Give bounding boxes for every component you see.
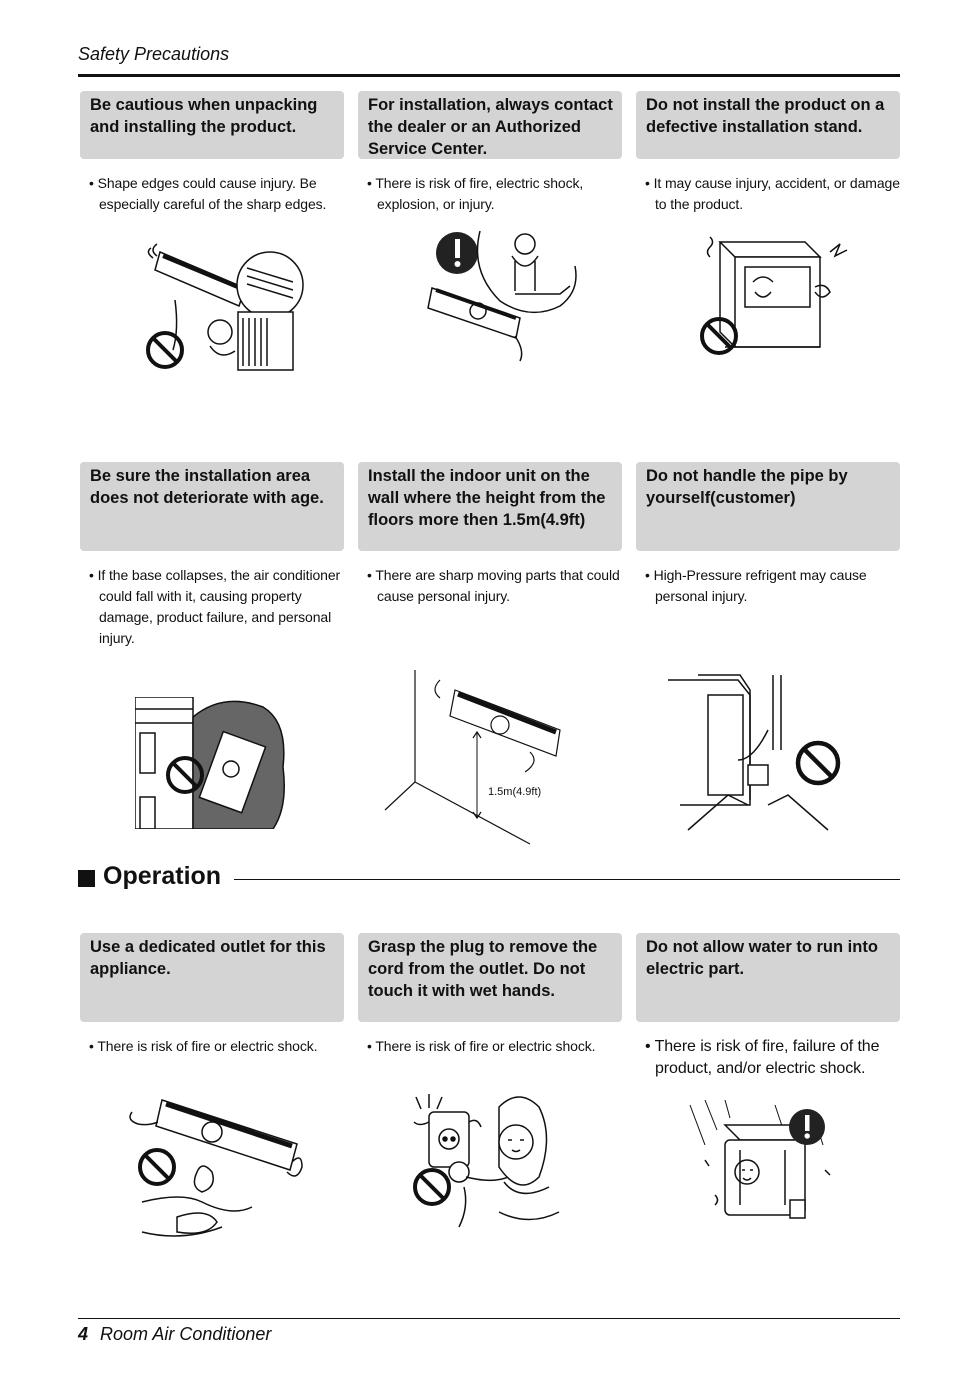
unpacking-illustration bbox=[135, 230, 305, 375]
operation-section-heading: Operation bbox=[78, 862, 900, 896]
precaution-title: Use a dedicated outlet for this applianc… bbox=[80, 933, 344, 1022]
precaution-installation-area: Be sure the installation area does not d… bbox=[80, 462, 344, 649]
deteriorating-area-illustration bbox=[135, 697, 285, 829]
precaution-text: • Shape edges could cause injury. Be esp… bbox=[89, 175, 327, 212]
plug-illustration bbox=[404, 1092, 569, 1232]
precaution-water-electric: Do not allow water to run into electric … bbox=[636, 933, 900, 1080]
footer-title: Room Air Conditioner bbox=[100, 1324, 272, 1344]
precaution-title: Do not handle the pipe by yourself(custo… bbox=[636, 462, 900, 551]
height-label: 1.5m(4.9ft) bbox=[488, 786, 541, 798]
wall-height-illustration: 1.5m(4.9ft) bbox=[380, 670, 580, 845]
precaution-text: • There is risk of fire, electric shock,… bbox=[367, 175, 584, 212]
prohibition-icon bbox=[146, 331, 184, 369]
section-title: Operation bbox=[103, 862, 222, 890]
precaution-text: • If the base collapses, the air conditi… bbox=[89, 567, 341, 646]
precaution-pipe-handling: Do not handle the pipe by yourself(custo… bbox=[636, 462, 900, 607]
precaution-contact-dealer: For installation, always contact the dea… bbox=[358, 91, 622, 215]
precaution-text: • There is risk of fire or electric shoc… bbox=[367, 1038, 596, 1054]
precaution-unpacking: Be cautious when unpacking and installin… bbox=[80, 91, 344, 215]
warning-icon bbox=[789, 1109, 825, 1145]
precaution-installation-stand: Do not install the product on a defectiv… bbox=[636, 91, 900, 215]
page-number: 4 bbox=[78, 1324, 89, 1344]
water-illustration bbox=[685, 1100, 835, 1235]
precaution-title: Be sure the installation area does not d… bbox=[80, 462, 344, 551]
precaution-text: • High-Pressure refrigent may cause pers… bbox=[645, 567, 867, 604]
precaution-title: Install the indoor unit on the wall wher… bbox=[358, 462, 622, 551]
warning-icon bbox=[436, 232, 478, 274]
pipe-illustration bbox=[668, 670, 848, 840]
outlet-illustration bbox=[122, 1092, 307, 1242]
prohibition-icon bbox=[166, 756, 204, 794]
section-square-icon bbox=[78, 870, 95, 887]
prohibition-icon bbox=[700, 317, 738, 355]
precaution-title: Do not allow water to run into electric … bbox=[636, 933, 900, 1022]
section-rule bbox=[234, 879, 900, 880]
precaution-dedicated-outlet: Use a dedicated outlet for this applianc… bbox=[80, 933, 344, 1057]
running-header: Safety Precautions bbox=[78, 44, 230, 64]
header-rule bbox=[78, 74, 900, 77]
footer-rule bbox=[78, 1318, 900, 1319]
dealer-illustration bbox=[420, 226, 585, 371]
precaution-text: • There is risk of fire or electric shoc… bbox=[89, 1038, 318, 1054]
page-footer: 4 Room Air Conditioner bbox=[78, 1324, 271, 1345]
stand-illustration bbox=[695, 232, 855, 357]
precaution-text: • There are sharp moving parts that coul… bbox=[367, 567, 620, 604]
prohibition-icon bbox=[413, 1168, 451, 1206]
precaution-grasp-plug: Grasp the plug to remove the cord from t… bbox=[358, 933, 622, 1057]
prohibition-icon bbox=[795, 740, 841, 786]
precaution-title: For installation, always contact the dea… bbox=[358, 91, 622, 159]
precaution-title: Be cautious when unpacking and installin… bbox=[80, 91, 344, 159]
prohibition-icon bbox=[138, 1148, 176, 1186]
precaution-title: Do not install the product on a defectiv… bbox=[636, 91, 900, 159]
precaution-title: Grasp the plug to remove the cord from t… bbox=[358, 933, 622, 1022]
precaution-wall-height: Install the indoor unit on the wall wher… bbox=[358, 462, 622, 607]
precaution-text: • It may cause injury, accident, or dama… bbox=[645, 175, 900, 212]
precaution-text: • There is risk of fire, failure of the … bbox=[645, 1038, 880, 1077]
